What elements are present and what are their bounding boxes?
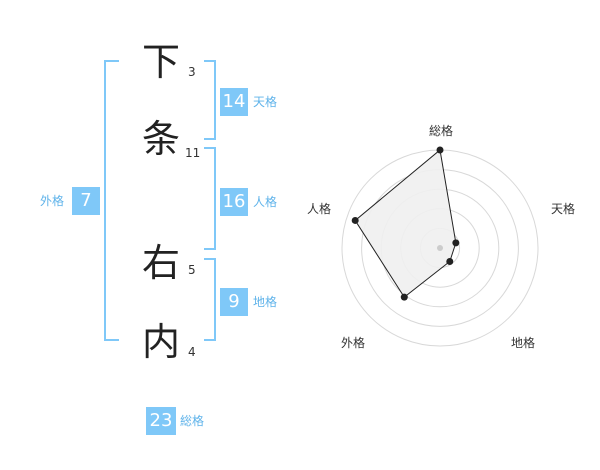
name-char-4: 内 bbox=[142, 320, 181, 364]
radar-point-3 bbox=[400, 293, 408, 301]
radar-axis-label-soukaku: 総格 bbox=[429, 124, 454, 138]
chikaku-bracket-top bbox=[204, 258, 216, 260]
stroke-count-3: 5 bbox=[188, 263, 196, 277]
chikaku-bracket-bottom bbox=[204, 339, 216, 341]
tenkaku-bracket-vertical bbox=[214, 60, 216, 140]
gaikaku-label: 外格 bbox=[40, 194, 65, 208]
stroke-count-1: 3 bbox=[188, 65, 196, 79]
radar-point-2 bbox=[446, 257, 454, 265]
jinkaku-bracket-vertical bbox=[214, 147, 216, 250]
jinkaku-bracket-top bbox=[204, 147, 216, 149]
radar-axis-label-jinkaku: 人格 bbox=[307, 202, 332, 216]
tenkaku-label: 天格 bbox=[253, 95, 278, 109]
radar-point-1 bbox=[452, 239, 460, 247]
radar-series-area bbox=[354, 149, 457, 298]
stroke-count-2: 11 bbox=[185, 146, 201, 160]
chikaku-bracket-vertical bbox=[214, 258, 216, 341]
name-char-1: 下 bbox=[142, 40, 181, 84]
stroke-count-4: 4 bbox=[188, 345, 196, 359]
chikaku-value-badge: 9 bbox=[220, 288, 248, 316]
radar-axis-label-chikaku: 地格 bbox=[511, 336, 536, 350]
radar-point-4 bbox=[351, 216, 359, 224]
tenkaku-bracket-bottom bbox=[204, 138, 216, 140]
chikaku-label: 地格 bbox=[253, 295, 278, 309]
jinkaku-label: 人格 bbox=[253, 195, 278, 209]
tenkaku-bracket-top bbox=[204, 60, 216, 62]
radar-center-dot bbox=[437, 245, 443, 251]
radar-axis-label-gaikaku: 外格 bbox=[341, 336, 366, 350]
soukaku-label: 総格 bbox=[180, 414, 205, 428]
gaikaku-value-badge: 7 bbox=[72, 187, 100, 215]
jinkaku-bracket-bottom bbox=[204, 248, 216, 250]
jinkaku-value-badge: 16 bbox=[220, 188, 248, 216]
tenkaku-value-badge: 14 bbox=[220, 88, 248, 116]
gaikaku-bracket-vertical bbox=[104, 60, 106, 341]
soukaku-value-badge: 23 bbox=[146, 407, 176, 435]
radar-point-0 bbox=[436, 146, 444, 154]
gaikaku-bracket-top bbox=[104, 60, 119, 62]
radar-axis-label-tenkaku: 天格 bbox=[551, 202, 576, 216]
gaikaku-bracket-bottom bbox=[104, 339, 119, 341]
name-char-3: 右 bbox=[142, 241, 181, 285]
name-char-2: 条 bbox=[142, 117, 181, 161]
